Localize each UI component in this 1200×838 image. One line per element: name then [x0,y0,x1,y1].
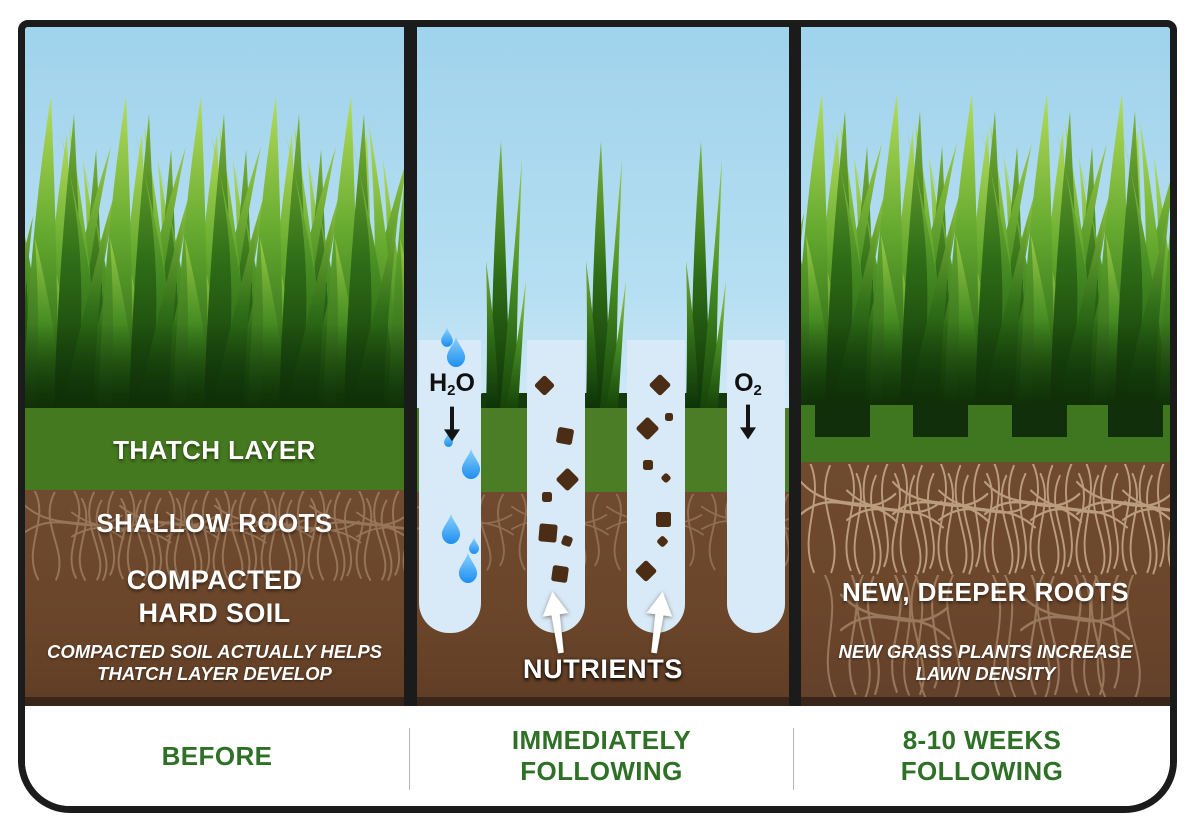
shallow-roots-label: SHALLOW ROOTS [96,508,333,538]
aeration-hole [419,340,481,633]
grass-illustration [801,93,1170,405]
soil-bottom-strip [25,697,404,706]
footer-label-weeks-following: 8-10 WEEKS FOLLOWING [900,725,1064,786]
nutrient-particle [656,512,671,527]
before-caption: COMPACTED SOIL ACTUALLY HELPS THATCH LAY… [46,641,383,684]
footer-label-immediately-following: IMMEDIATELY FOLLOWING [511,725,692,786]
compacted-hard-soil-label: COMPACTED HARD SOIL [126,565,303,628]
new-deeper-roots-label: NEW, DEEPER ROOTS [841,577,1130,607]
nutrient-particle [643,460,653,470]
aeration-hole [727,340,785,633]
thatch-layer-band [25,408,404,490]
h2o-label: H2O [429,369,475,399]
nutrient-particle [665,413,673,421]
nutrient-particle [542,492,552,502]
o2-label: O2 [734,369,762,399]
water-drop-icon [446,336,466,367]
filled-aeration-hole [815,405,870,437]
grass-tuft-illustration [586,140,626,408]
diagram-artwork: THATCH LAYER SHALLOW ROOTS COMPACTED HAR… [25,27,1170,706]
soil-bottom-strip [801,697,1170,706]
water-drop-icon [458,552,478,583]
footer-divider [793,728,794,790]
nutrients-label: NUTRIENTS [523,654,683,684]
deep-roots-illustration [801,464,1170,575]
grass-illustration [25,96,404,408]
thatch-layer-label: THATCH LAYER [113,435,316,465]
caption-bar: BEFORE IMMEDIATELY FOLLOWING 8-10 WEEKS … [25,706,1170,806]
filled-aeration-hole [1012,405,1067,437]
grass-tuft-illustration [486,140,526,408]
filled-aeration-hole [913,405,968,437]
down-arrow-icon [740,404,756,440]
down-arrow-icon [444,406,460,442]
grass-tuft-illustration [686,140,726,408]
diagram-frame: THATCH LAYER SHALLOW ROOTS COMPACTED HAR… [18,20,1177,813]
panel-divider [789,27,801,706]
nutrient-particle [538,523,558,543]
nutrient-particle [555,426,575,446]
panel-before: THATCH LAYER SHALLOW ROOTS COMPACTED HAR… [25,27,404,706]
nutrient-particle [550,564,570,584]
panel-immediately-following: H2O O2 NUTRIENTS [417,27,789,706]
water-drop-icon [461,448,481,479]
soil-bottom-strip [417,697,789,706]
panel-weeks-following: NEW, DEEPER ROOTS NEW GRASS PLANTS INCRE… [801,27,1170,706]
filled-aeration-hole [1108,405,1163,437]
water-drop-icon [441,513,461,544]
weeks-caption: NEW GRASS PLANTS INCREASE LAWN DENSITY [838,641,1133,684]
footer-divider [409,728,410,790]
panel-divider [404,27,417,706]
footer-label-before: BEFORE [161,740,273,771]
